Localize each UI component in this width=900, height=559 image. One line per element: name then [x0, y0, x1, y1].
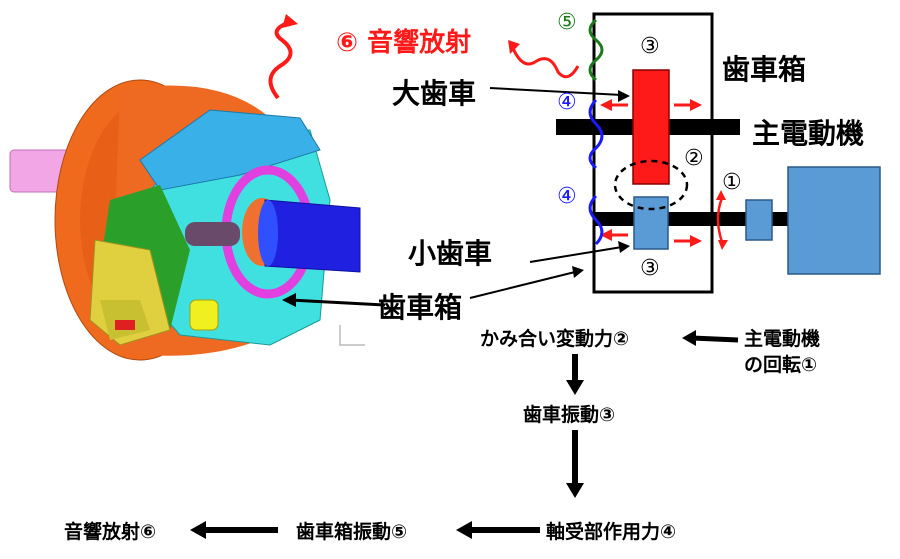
num-2-marker: ② [684, 146, 704, 171]
blue-shaft [264, 199, 361, 273]
flow-mesh-force: かみ合い変動力② [480, 328, 630, 350]
num-3-top-marker: ③ [640, 34, 660, 59]
sound-radiation-label: ⑥ 音響放射 [336, 28, 472, 58]
gearbox-right-label: 歯車箱 [722, 53, 807, 86]
flow-motor-rotation-1: 主電動機 [744, 328, 821, 350]
num-4-top-marker: ④ [557, 90, 577, 115]
small-gear [633, 196, 669, 250]
main-motor-label: 主電動機 [752, 117, 865, 150]
small-gear-label: 小歯車 [408, 237, 493, 270]
coupling [745, 199, 773, 241]
gearbox-left-label: 歯車箱 [378, 291, 463, 324]
num-5-marker: ⑤ [557, 10, 577, 35]
num-3-bottom-marker: ③ [640, 256, 660, 281]
large-gear-label: 大歯車 [392, 77, 477, 110]
flow-motor-rotation-2: の回転① [744, 354, 818, 376]
bearing-wave-4-bottom [588, 194, 604, 246]
rotation-arrow [716, 197, 724, 243]
num-1-marker: ① [722, 170, 742, 195]
large-gear [632, 69, 670, 185]
num-4-bottom-marker: ④ [557, 184, 577, 209]
gearbox-wave-5 [588, 18, 604, 82]
yellow-cylinder [189, 299, 219, 331]
gearbox-frame [592, 12, 714, 294]
flow-gear-vibration: 歯車振動③ [523, 404, 616, 426]
flow-sound-radiation: 音響放射⑥ [64, 521, 157, 543]
sound-wave-right [510, 45, 580, 79]
motor-box [787, 166, 881, 275]
bearing-wave-4-top [588, 98, 604, 170]
flow-bearing-force: 軸受部作用力④ [546, 521, 677, 543]
mesh-circle [613, 159, 689, 211]
sound-wave-left [268, 20, 293, 100]
flow-gearbox-vibration: 歯車箱振動⑤ [296, 521, 408, 543]
